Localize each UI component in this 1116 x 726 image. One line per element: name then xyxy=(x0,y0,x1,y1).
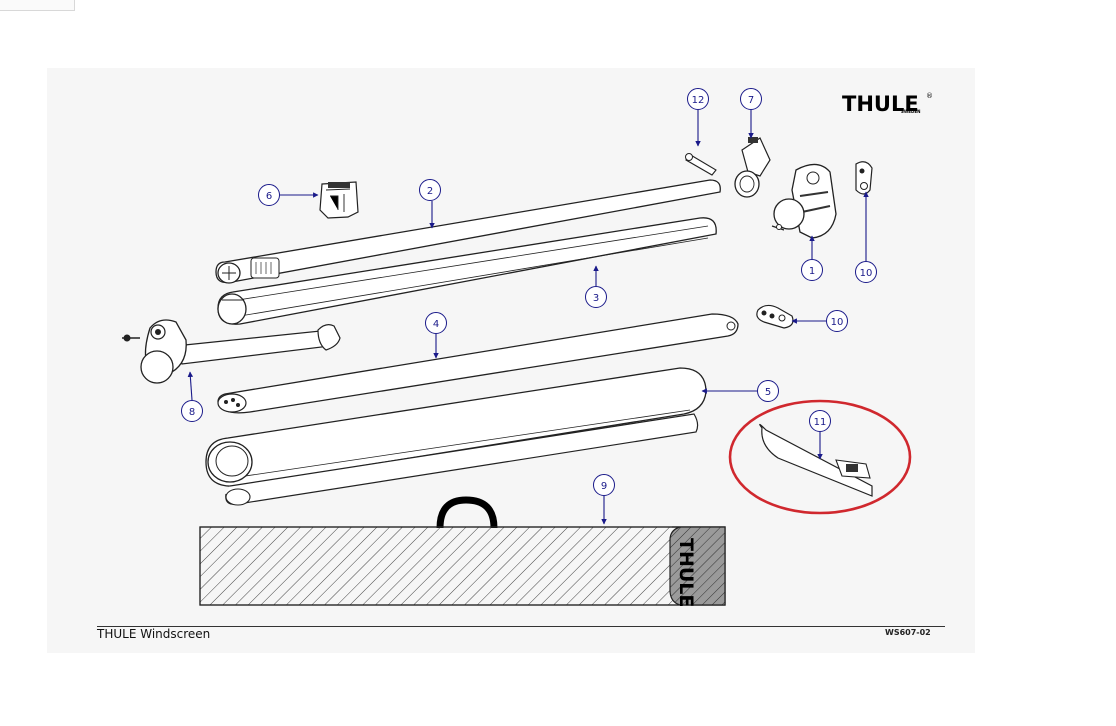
part-2-top-tube xyxy=(215,179,721,284)
callout-5: 5 xyxy=(757,380,779,402)
callout-8: 8 xyxy=(181,400,203,422)
bag-logo-text: THULE xyxy=(675,538,697,607)
callout-3-label: 3 xyxy=(593,293,599,304)
callout-10-mid-label: 10 xyxy=(831,317,844,328)
part-10-plate-top xyxy=(855,161,873,195)
part-7-clamp xyxy=(734,137,771,198)
part-9-bag: THULE xyxy=(199,496,726,607)
callout-8-label: 8 xyxy=(189,407,195,418)
callout-leaders xyxy=(187,110,869,525)
callout-9-label: 9 xyxy=(601,481,607,492)
part-5-roller-tube xyxy=(205,367,707,506)
callout-5-label: 5 xyxy=(765,387,771,398)
footer-title: THULE Windscreen xyxy=(97,627,211,641)
browser-tab-stub xyxy=(0,0,75,11)
part-4-arm-tube xyxy=(217,313,739,414)
callout-11: 11 xyxy=(809,410,831,432)
part-10-plate-mid xyxy=(756,304,794,329)
callout-6-label: 6 xyxy=(266,191,272,202)
thule-logo-subtext: SWEDEN xyxy=(901,109,921,114)
callout-12: 12 xyxy=(687,88,709,110)
callout-4: 4 xyxy=(425,312,447,334)
part-8-end-bracket xyxy=(122,319,341,384)
callout-10-mid: 10 xyxy=(826,310,848,332)
part-6-clip xyxy=(319,181,359,219)
highlight-ellipse-part-11 xyxy=(728,399,912,515)
callout-6: 6 xyxy=(258,184,280,206)
callout-2-label: 2 xyxy=(427,186,433,197)
callout-4-label: 4 xyxy=(433,319,439,330)
callout-9: 9 xyxy=(593,474,615,496)
callout-10-top: 10 xyxy=(855,261,877,283)
callout-10-top-label: 10 xyxy=(860,268,873,279)
callouts: 1 2 3 4 5 6 7 8 9 10 10 11 12 xyxy=(181,88,877,496)
thule-logo: THULE xyxy=(842,92,919,116)
footer-code: WS607-02 xyxy=(885,628,931,637)
part-3-profile-tube xyxy=(217,217,717,325)
part-1-mount-knob xyxy=(771,163,837,239)
callout-2: 2 xyxy=(419,179,441,201)
callout-7-label: 7 xyxy=(748,95,754,106)
callout-12-label: 12 xyxy=(692,95,705,106)
callout-1-label: 1 xyxy=(809,266,815,277)
footer-rule xyxy=(97,626,945,627)
part-11-strap xyxy=(759,423,873,497)
callout-1: 1 xyxy=(801,259,823,281)
part-12-pin xyxy=(685,153,717,176)
callout-11-label: 11 xyxy=(814,417,827,428)
registered-mark: ® xyxy=(926,92,933,100)
callout-3: 3 xyxy=(585,286,607,308)
callout-7: 7 xyxy=(740,88,762,110)
